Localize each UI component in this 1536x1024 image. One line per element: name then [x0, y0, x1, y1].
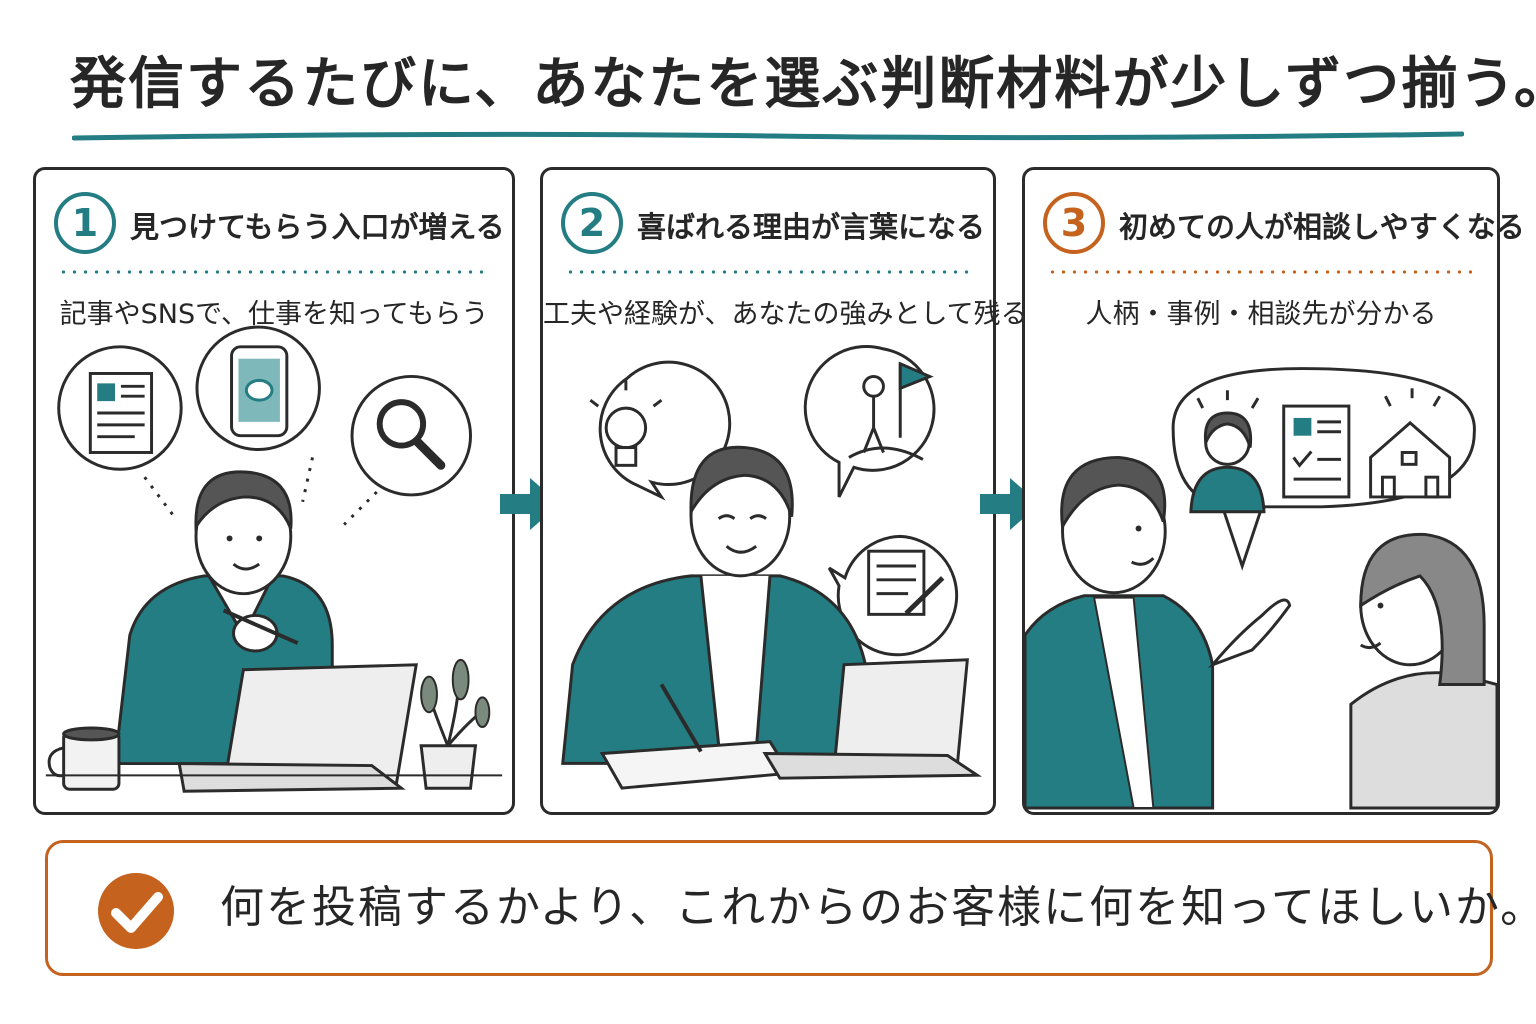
magnifier-icon — [350, 374, 473, 497]
step-panel-2: 2 喜ばれる理由が言葉になる 工夫や経験が、あなたの強みとして残る — [540, 167, 1028, 815]
checkmark-icon — [98, 873, 174, 949]
person-icon — [1189, 390, 1266, 514]
step-panel-1: 1 見つけてもらう入口が増える 記事やSNSで、仕事を知ってもらう — [33, 167, 515, 815]
dotted-divider — [1047, 270, 1475, 274]
step-subheading-1: 記事やSNSで、仕事を知ってもらう — [59, 299, 489, 330]
lightbulb-icon — [589, 360, 732, 501]
dotted-divider — [58, 270, 490, 274]
step-heading-2: 喜ばれる理由が言葉になる — [637, 210, 986, 244]
mug-icon — [47, 726, 121, 791]
article-icon — [57, 345, 183, 471]
man-speaking-figure — [1025, 455, 1292, 810]
step-heading-1: 見つけてもらう入口が増える — [130, 210, 505, 244]
step-heading-3: 初めての人が相談しやすくなる — [1119, 210, 1525, 244]
smartphone-chat-icon — [195, 325, 321, 452]
step-illustration-1 — [45, 325, 503, 793]
key-message-box: 何を投稿するかより、これからのお客様に何を知ってほしいか。 — [45, 840, 1536, 976]
man-writing-figure — [561, 445, 871, 765]
laptop-icon — [762, 658, 982, 780]
dotted-divider — [565, 270, 971, 274]
title-underline — [72, 131, 1464, 141]
step-subheading-3: 人柄・事例・相談先が分かる — [1085, 299, 1437, 330]
document-check-icon — [1282, 404, 1351, 499]
laptop-icon — [177, 663, 418, 793]
step-number-1: 1 — [54, 192, 116, 254]
step-subheading-2: 工夫や経験が、あなたの強みとして残る — [543, 299, 1028, 330]
step-illustration-2 — [561, 345, 982, 790]
key-message-text: 何を投稿するかより、これからのお客様に何を知ってほしいか。 — [220, 882, 1536, 933]
plant-icon — [419, 658, 491, 790]
page-title: 発信するたびに、あなたを選ぶ判断材料が少しずつ揃う。 — [70, 52, 1536, 117]
step-illustration-3 — [1025, 367, 1497, 810]
step-number-3: 3 — [1043, 192, 1105, 254]
house-icon — [1369, 388, 1452, 499]
step-number-2: 2 — [561, 192, 623, 254]
woman-listening-figure — [1349, 532, 1497, 810]
step-panel-3: 3 初めての人が相談しやすくなる 人柄・事例・相談先が分かる — [1022, 167, 1525, 815]
flag-summit-icon — [803, 345, 936, 498]
notepad-pencil-icon — [827, 534, 959, 657]
